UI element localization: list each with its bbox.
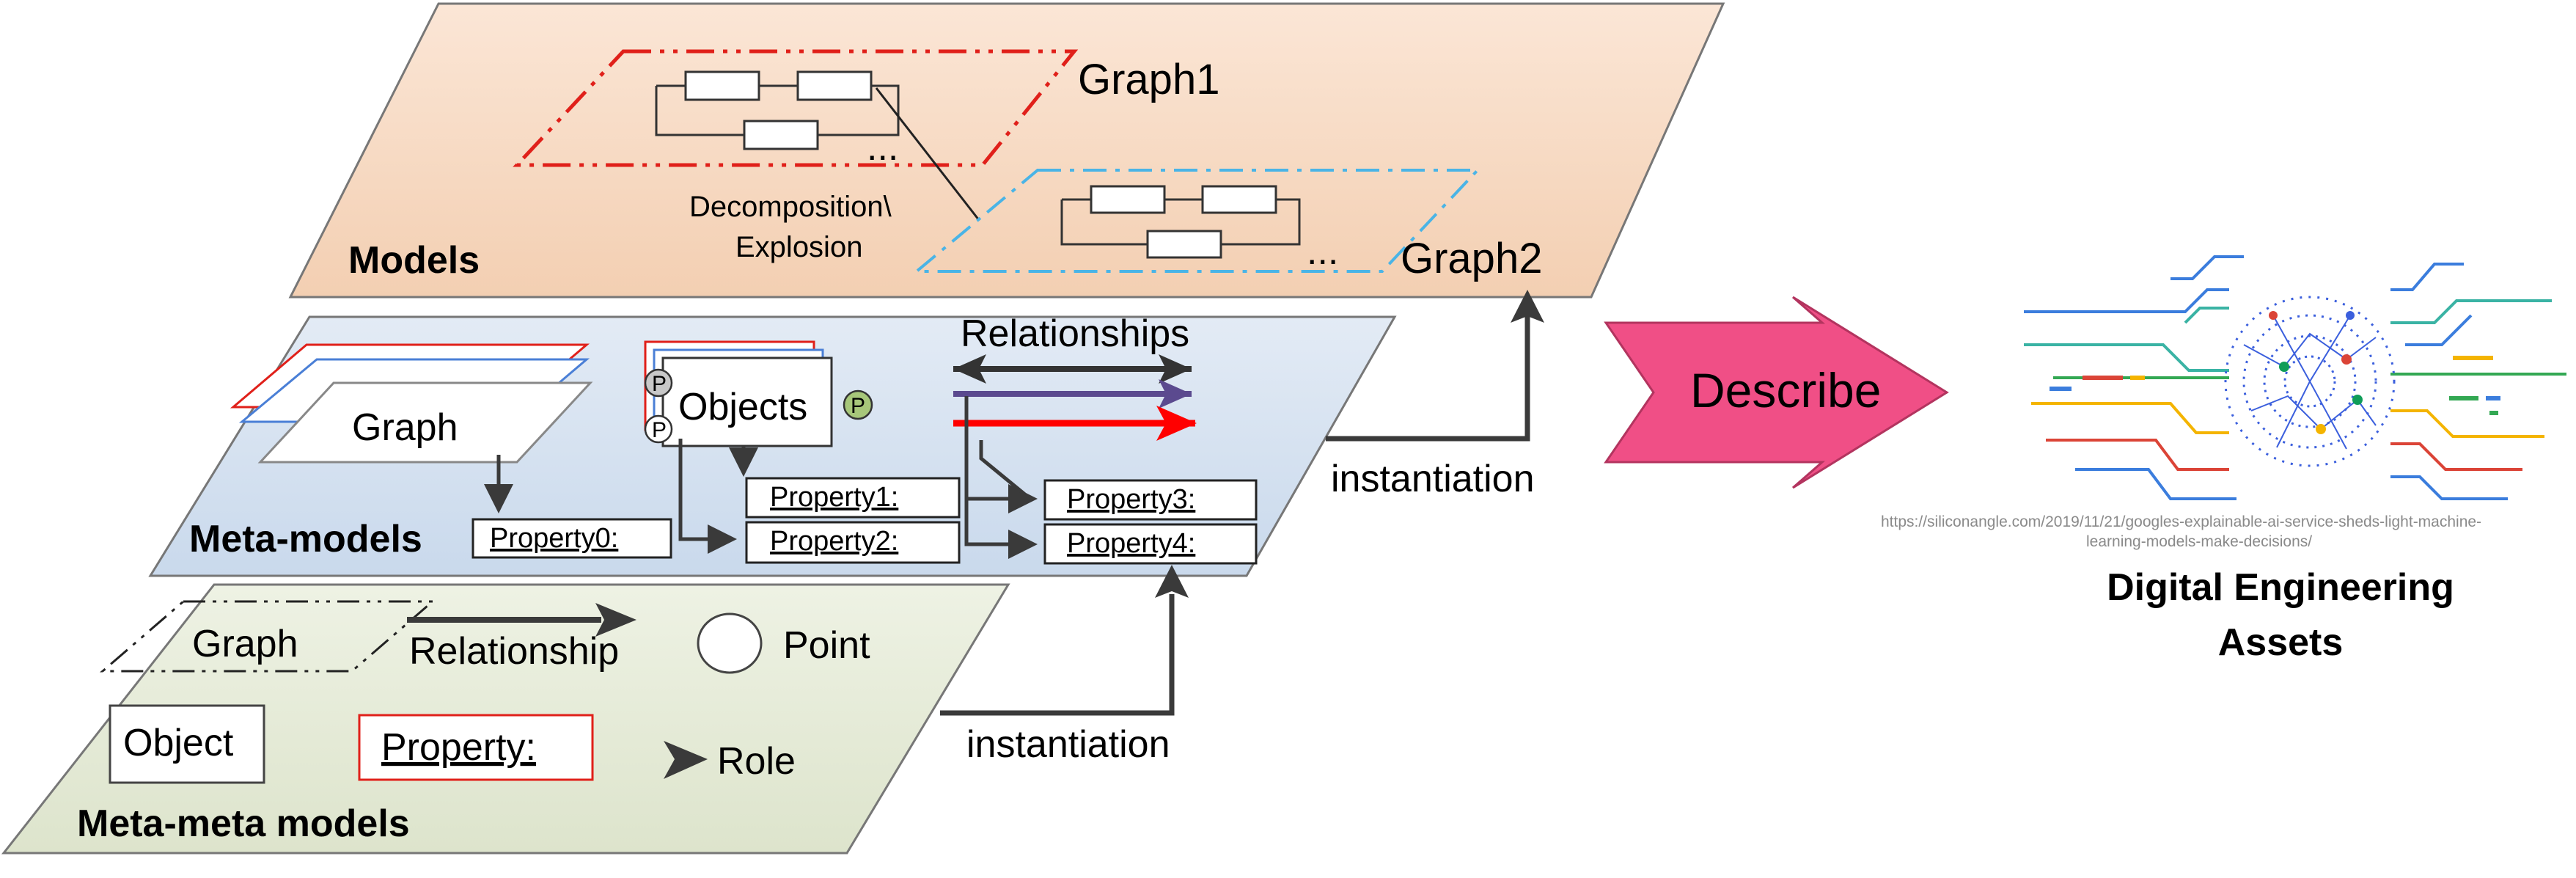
mm-property-label: Property: (381, 726, 536, 769)
meta-properties: Property0: Property1: Property2: Propert… (471, 477, 1258, 565)
graph2-block-a (1090, 185, 1166, 214)
object-box (661, 356, 833, 447)
neural-brain (2224, 296, 2396, 467)
assets-title-line2: Assets (2218, 621, 2344, 664)
meta-connectors (484, 396, 1038, 559)
meta-meta-title: Meta-meta models (77, 802, 410, 845)
graph2-ellipsis: ... (1307, 230, 1338, 273)
property1-box (745, 477, 961, 519)
graph2: ... Graph2 (912, 169, 1542, 282)
describe-arrow-shape (1604, 296, 1949, 489)
relationships-label: Relationships (961, 312, 1189, 355)
source-url-line1: https://siliconangle.com/2019/11/21/goog… (1881, 513, 2481, 530)
meta-models-title: Meta-models (189, 518, 422, 560)
property4-box (1043, 523, 1258, 565)
property3-label: Property3: (1067, 484, 1195, 515)
graph1-block-c (743, 120, 819, 150)
graph1-label: Graph1 (1078, 56, 1219, 103)
mm-object-box (109, 704, 265, 784)
models-title: Models (348, 239, 480, 282)
relationship-to-property4-arrow (964, 499, 1038, 559)
instantiation-arrow-upper (1326, 315, 1530, 442)
graph1-block-b (796, 70, 873, 101)
graph1-block-a (684, 70, 760, 101)
meta-models-layer: Meta-models Graph Objects P P P Relation… (148, 312, 1397, 577)
circuit-dashes (2050, 356, 2500, 415)
graph2-block-b (1201, 185, 1277, 214)
models-plane (288, 2, 1725, 299)
describe-arrow: Describe (1604, 296, 1949, 489)
graph1-ellipsis: ... (867, 126, 898, 169)
mm-relationship-arrowhead (595, 603, 636, 637)
circuit-lines (2024, 255, 2566, 500)
describe-label: Describe (1690, 363, 1881, 417)
meta-objects-label: Objects (678, 386, 807, 428)
instantiation-arrow-lower-head (1155, 565, 1189, 598)
meta-objects-stack: Objects P P P (644, 340, 873, 447)
relationship-black-head-left (953, 354, 986, 384)
port-green-label: P (851, 394, 865, 418)
port-green (843, 389, 873, 420)
meta-graph-label: Graph (352, 406, 458, 449)
assets-title-line1: Digital Engineering (2107, 566, 2454, 609)
property3-box (1043, 479, 1258, 521)
explosion-label: Explosion (735, 231, 862, 263)
mm-relationship-label: Relationship (409, 630, 619, 673)
mm-graph-label: Graph (192, 623, 298, 665)
meta-relationships: Relationships (953, 312, 1197, 441)
property2-label: Property2: (770, 526, 898, 557)
relationship-purple-head (1159, 379, 1192, 409)
graph1-wires (655, 84, 900, 136)
mm-graph-shape (99, 600, 436, 673)
port-gray-1-label: P (652, 372, 667, 396)
mm-role-icon (664, 741, 708, 779)
meta-graph-stack: Graph (230, 343, 593, 464)
meta-meta-layer: Meta-meta models Graph Relationship Poin… (1, 583, 1010, 855)
mm-object-label: Object (123, 722, 234, 764)
port-gray-1 (644, 368, 673, 398)
graph2-block-c (1146, 230, 1222, 259)
graph2-border (912, 169, 1481, 273)
graph2-wires (1060, 198, 1301, 246)
port-white (644, 414, 673, 444)
mm-point-circle (697, 612, 763, 674)
property4-label: Property4: (1067, 528, 1195, 559)
assets-image: https://siliconangle.com/2019/11/21/goog… (1881, 255, 2566, 664)
property1-label: Property1: (770, 482, 898, 513)
mm-point-label: Point (783, 624, 870, 667)
instantiation-arrow-lower (940, 594, 1175, 716)
mm-role-label: Role (717, 740, 796, 783)
instantiation-label-upper: instantiation (1331, 458, 1535, 500)
graph2-label: Graph2 (1401, 235, 1542, 282)
relationship-to-property-branch (979, 440, 1032, 500)
port-white-label: P (652, 418, 667, 442)
instantiation-arrows: instantiation instantiation (940, 290, 1544, 766)
property0-box (471, 518, 672, 559)
property0-label: Property0: (490, 523, 618, 554)
decomposition-label: Decomposition\ (689, 191, 892, 223)
graph1: ... Graph1 (513, 49, 1219, 169)
property2-box (745, 521, 961, 564)
decomposition-link (875, 87, 980, 221)
source-url-line2: learning-models-make-decisions/ (2086, 533, 2312, 550)
relationship-red-head (1156, 406, 1197, 441)
models-layer: Models ... Graph1 Decomposition\ Explosi… (288, 2, 1725, 299)
mm-property-box (358, 714, 594, 781)
instantiation-arrow-upper-head (1511, 290, 1544, 323)
meta-graph-plane (257, 381, 593, 464)
port-to-property2-arrow (678, 439, 737, 554)
relationship-black-head-right (1159, 354, 1192, 384)
instantiation-label-lower: instantiation (966, 723, 1170, 766)
